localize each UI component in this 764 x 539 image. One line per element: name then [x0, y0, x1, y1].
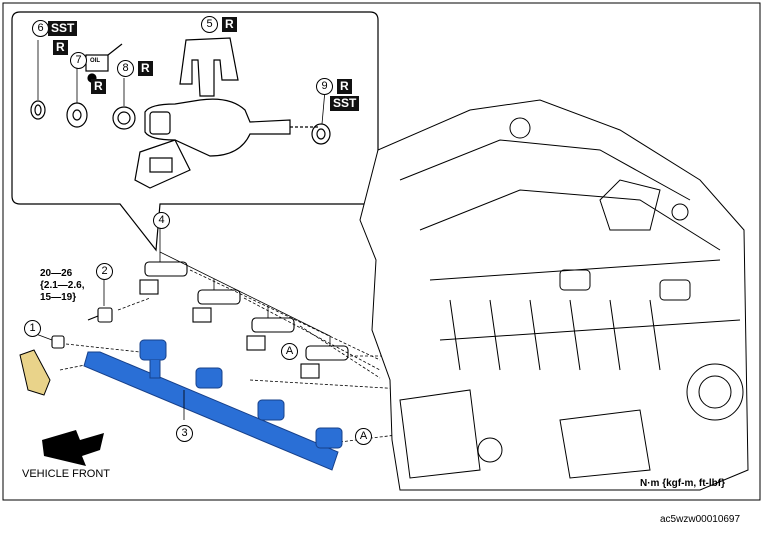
callout-a-upper: A	[281, 343, 298, 360]
callout-5: 5	[201, 16, 218, 33]
tag-9-sst: SST	[330, 96, 360, 111]
callout-4-leaders	[159, 228, 331, 346]
part-5-clip	[179, 37, 239, 97]
diagram-border	[2, 2, 761, 501]
part-9-oring	[311, 123, 331, 145]
callout-a-lower: A	[355, 428, 372, 445]
injector-detail	[134, 98, 318, 189]
tag-9-r: R	[337, 79, 352, 94]
callout-4: 4	[153, 212, 170, 229]
callout-3: 3	[176, 425, 193, 442]
vehicle-front-label: VEHICLE FRONT	[22, 468, 111, 480]
oil-can-icon	[85, 43, 123, 83]
vehicle-front-arrow	[42, 430, 104, 466]
part-2-bolt	[87, 280, 113, 323]
callout-7: 7	[70, 52, 87, 69]
injector-4	[300, 345, 349, 379]
tag-6-sst: SST	[48, 21, 78, 36]
tag-5-r: R	[222, 17, 237, 32]
oil-can-label: OIL	[90, 58, 100, 64]
part-8-oring	[112, 106, 136, 130]
tag-7-r: R	[91, 79, 106, 94]
injector-2	[192, 289, 241, 323]
torque-line-2: {2.1—2.6,	[40, 280, 85, 291]
tag-8-r: R	[138, 61, 153, 76]
units-label: N·m {kgf-m, ft-lbf}	[640, 478, 725, 489]
part-6-oring	[30, 100, 46, 120]
inset-parts	[30, 37, 331, 189]
callout-1: 1	[24, 320, 41, 337]
torque-line-1: 20—26	[40, 268, 73, 279]
fuel-rail	[83, 339, 343, 471]
callout-8: 8	[117, 60, 134, 77]
torque-line-3: 15—19}	[40, 292, 77, 303]
insulator-bracket	[19, 349, 51, 396]
injector-3	[246, 317, 295, 351]
part-1-bolt	[35, 333, 65, 349]
callout-2: 2	[96, 263, 113, 280]
callout-6: 6	[32, 20, 49, 37]
callout-9: 9	[316, 78, 333, 95]
injector-set	[139, 261, 349, 379]
torque-spec: 20—26 {2.1—2.6, 15—19}	[40, 268, 84, 304]
engine-cylinder-head	[359, 99, 749, 491]
tag-6-r: R	[53, 40, 68, 55]
injector-1	[139, 261, 188, 295]
figure-code: ac5wzw00010697	[660, 514, 741, 525]
